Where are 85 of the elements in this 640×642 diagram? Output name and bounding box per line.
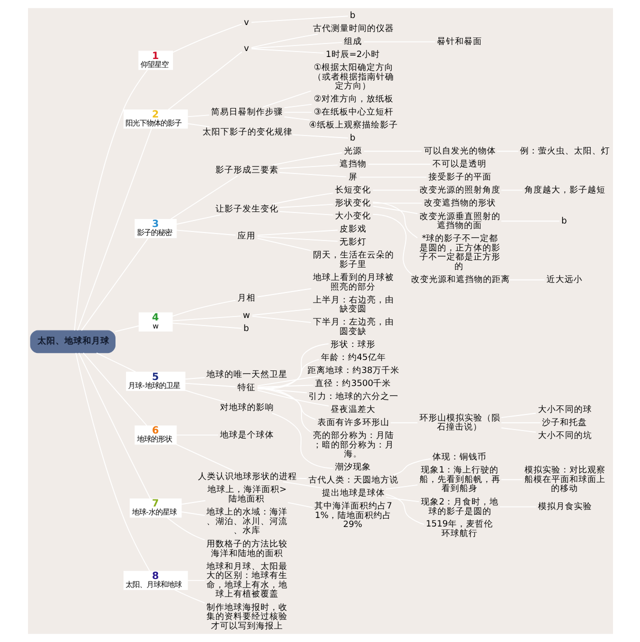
node-text: 改变光源垂直照射的遮挡物的面 (418, 212, 500, 232)
connector (73, 69, 148, 331)
node-text: 人类认识地球形状的进程 (198, 472, 297, 482)
node-text: 遮挡物 (339, 160, 366, 170)
connector (114, 325, 139, 332)
node-text: 模拟月食实验 (537, 502, 592, 512)
node-text: 1519年，麦哲伦环球航行 (425, 520, 492, 540)
connector (82, 352, 147, 426)
node-text: 大小不同的坑 (537, 431, 592, 441)
node-text: b (349, 134, 355, 144)
node-text: 屏 (348, 172, 357, 183)
node-text: 改变遮挡物的形状 (423, 198, 496, 208)
connector (96, 352, 136, 372)
node-text: 体现：铜钱币 (432, 452, 486, 463)
node-text: 用数格子的方法比较海洋和陆地的面积 (206, 540, 288, 559)
node-text: 特征 (237, 382, 256, 393)
node-text: 上半月：右边亮，由缺变圆 (312, 295, 394, 315)
node-text: v (243, 18, 248, 28)
node-text: 例：萤火虫、太阳、灯 (520, 146, 610, 157)
node-text: 组成 (344, 37, 362, 48)
node-text: ②对准方向，放纸板 (313, 94, 393, 105)
node-text: 阴天，生活在云朵的影子里 (312, 250, 394, 270)
node-text: 地球的唯一天然卫星 (206, 370, 288, 380)
node-text: b (243, 324, 249, 334)
connector (78, 352, 150, 500)
node-text: 模拟实验：对比观察船模在平面和球面上的移动 (524, 466, 606, 494)
node-text: 表面有许多环形山 (316, 418, 389, 428)
node-text: 改变光源和遮挡物的距离 (410, 275, 510, 286)
node-text: 1时辰=2小时 (325, 50, 380, 60)
node-text: 皮影戏 (339, 224, 366, 234)
connector (80, 237, 148, 331)
node-text: 现象1：海上行驶的船，先看到船帆，再看到船身 (418, 466, 500, 494)
node-text: 地球上看到的月球被照亮的部分 (312, 273, 394, 292)
node-text: 简易日晷制作步骤 (210, 108, 283, 118)
node-text: b (560, 216, 566, 226)
node-text: 现象2：月食时，地球的影子是圆的 (420, 497, 498, 517)
node-text: 大小不同的球 (537, 405, 592, 416)
node-text: 近大远小 (546, 275, 582, 286)
node-text: ①根据太阳确定方向（或者根据指南针确定方向） (312, 63, 394, 92)
node-text: 年龄：约45亿年 (320, 353, 386, 364)
node-text: ③在纸板中心立短杆 (313, 108, 393, 118)
node-text: 形状变化 (334, 198, 371, 208)
connector (76, 128, 152, 331)
node-text: 光源 (344, 146, 362, 157)
node-text: 月相 (237, 294, 256, 304)
node-text: 形状：球形 (330, 340, 376, 350)
node-text: 古代人类：天圆地方说 (308, 476, 398, 486)
node-text: 对地球的影响 (220, 403, 274, 414)
node-text: 潮汐现象 (334, 462, 371, 473)
node-text: 亮的部分称为：月陆；暗的部分称为：月海。 (312, 431, 394, 460)
node-text: 环形山模拟实验（陨石撞击说） (418, 413, 500, 433)
node-text: 长短变化 (334, 186, 371, 196)
node-text: 影子形成三要素 (215, 166, 278, 176)
node-text: 地球是个球体 (220, 430, 274, 440)
node-text: 让影子发生变化 (215, 204, 278, 215)
node-text: 距离地球：约38万千米 (307, 366, 400, 376)
node-text: b (349, 11, 355, 22)
node-text: 其中海洋面积约占71%，陆地面积约占29% (314, 501, 392, 530)
node-text: 昼夜温差大 (330, 405, 376, 416)
node-text: 可以自发光的物体 (423, 146, 496, 157)
node-text: 地球上，海洋面积>陆地面积 (206, 485, 286, 504)
node-text: 直径：约3500千米 (314, 379, 391, 390)
node-text: 大小变化 (334, 211, 371, 222)
node-text: 制作地球海报时，收集的资料要经过核验才可以写到海报上 (206, 602, 288, 632)
node-text: 无影灯 (339, 237, 366, 248)
node-text: 太阳下影子的变化规律 (202, 127, 292, 138)
node-text: 古代测量时间的仪器 (312, 24, 394, 34)
node-text: 提出地球是球体 (322, 488, 385, 499)
node-text: w (242, 311, 250, 322)
node-text: 地球上的水域：海洋、湖泊、冰川、河流、水库 (206, 508, 288, 536)
node-text: 下半月：左边亮，由圆变缺 (312, 318, 394, 337)
node-text: v (243, 44, 248, 54)
node-text: ④纸板上观察描绘影子 (308, 120, 398, 131)
node-text: 不可以是透明 (432, 160, 486, 170)
node-text: 引力：地球的六分之一 (308, 392, 398, 402)
node-text: *球的影子不一定都是圆的，正方体的影子不一定都是正方形的 (418, 234, 500, 272)
node-text: 地球和月球、太阳最大的区别：地球有生命，地球上有水，地球上有植被覆盖 (206, 562, 288, 600)
node-text: 沙子和托盘 (542, 418, 587, 428)
node-text: 晷针和晷面 (436, 37, 482, 48)
node-text: 接受影子的平面 (428, 172, 491, 183)
node-text: 应用 (237, 231, 256, 242)
node-text: 改变光源的照射角度 (418, 186, 500, 196)
node-box: 太阳、地球和月球 (30, 330, 115, 354)
connector (74, 352, 150, 572)
node-text: 角度越大，影子越短 (524, 186, 606, 196)
